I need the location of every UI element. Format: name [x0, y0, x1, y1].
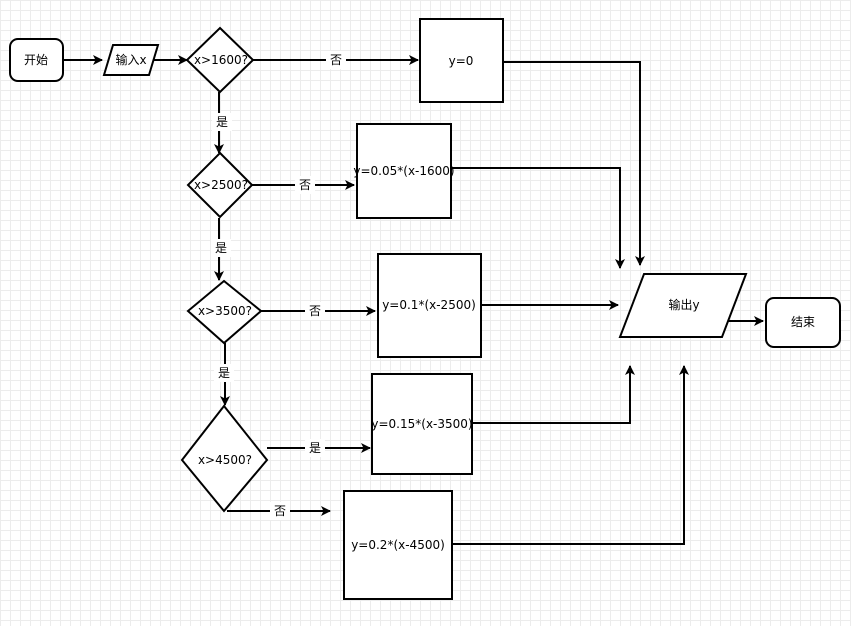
- decision-4-label: x>4500?: [198, 453, 252, 467]
- process-y1[interactable]: y=0.05*(x-1600): [353, 123, 455, 219]
- process-y0[interactable]: y=0: [419, 18, 504, 103]
- label-cond3-yes: 是: [218, 366, 230, 380]
- input-label: 输入x: [115, 52, 146, 67]
- output-label: 输出y: [668, 297, 699, 312]
- process-y4-label: y=0.2*(x-4500): [351, 538, 445, 552]
- label-cond4-yes: 是: [309, 441, 321, 455]
- input-node[interactable]: 输入x: [102, 44, 160, 76]
- arrow-y1-to-output: [451, 167, 625, 269]
- label-cond2-yes: 是: [215, 241, 227, 255]
- decision-4[interactable]: x>4500?: [180, 404, 269, 513]
- arrow-y4-to-output: [452, 365, 689, 545]
- process-y1-label: y=0.05*(x-1600): [353, 164, 454, 178]
- label-cond3-no: 否: [309, 304, 321, 318]
- decision-1[interactable]: x>1600?: [185, 26, 255, 94]
- process-y0-label: y=0: [449, 54, 474, 68]
- end-node[interactable]: 结束: [765, 297, 841, 348]
- arrow-y0-to-output: [503, 61, 645, 266]
- decision-1-label: x>1600?: [194, 53, 248, 67]
- decision-2-label: x>2500?: [194, 178, 248, 192]
- decision-3-label: x>3500?: [198, 304, 252, 318]
- start-label: 开始: [24, 53, 48, 67]
- start-node[interactable]: 开始: [9, 38, 64, 82]
- edge-labels: 否 是 否 是 否 是 是 否: [211, 51, 346, 520]
- process-y3-label: y=0.15*(x-3500): [371, 417, 472, 431]
- label-cond1-yes: 是: [216, 115, 228, 129]
- process-y2[interactable]: y=0.1*(x-2500): [377, 253, 482, 358]
- label-cond2-no: 否: [299, 178, 311, 192]
- output-node[interactable]: 输出y: [618, 273, 748, 338]
- decision-3[interactable]: x>3500?: [186, 279, 263, 345]
- decision-2[interactable]: x>2500?: [186, 151, 254, 219]
- end-label: 结束: [791, 315, 815, 329]
- process-y4[interactable]: y=0.2*(x-4500): [343, 490, 453, 600]
- process-y3[interactable]: y=0.15*(x-3500): [371, 373, 473, 475]
- arrow-y3-to-output: [472, 365, 635, 424]
- label-cond1-no: 否: [330, 53, 342, 67]
- connectors: [63, 55, 764, 545]
- process-y2-label: y=0.1*(x-2500): [382, 298, 476, 312]
- label-cond4-no: 否: [274, 504, 286, 518]
